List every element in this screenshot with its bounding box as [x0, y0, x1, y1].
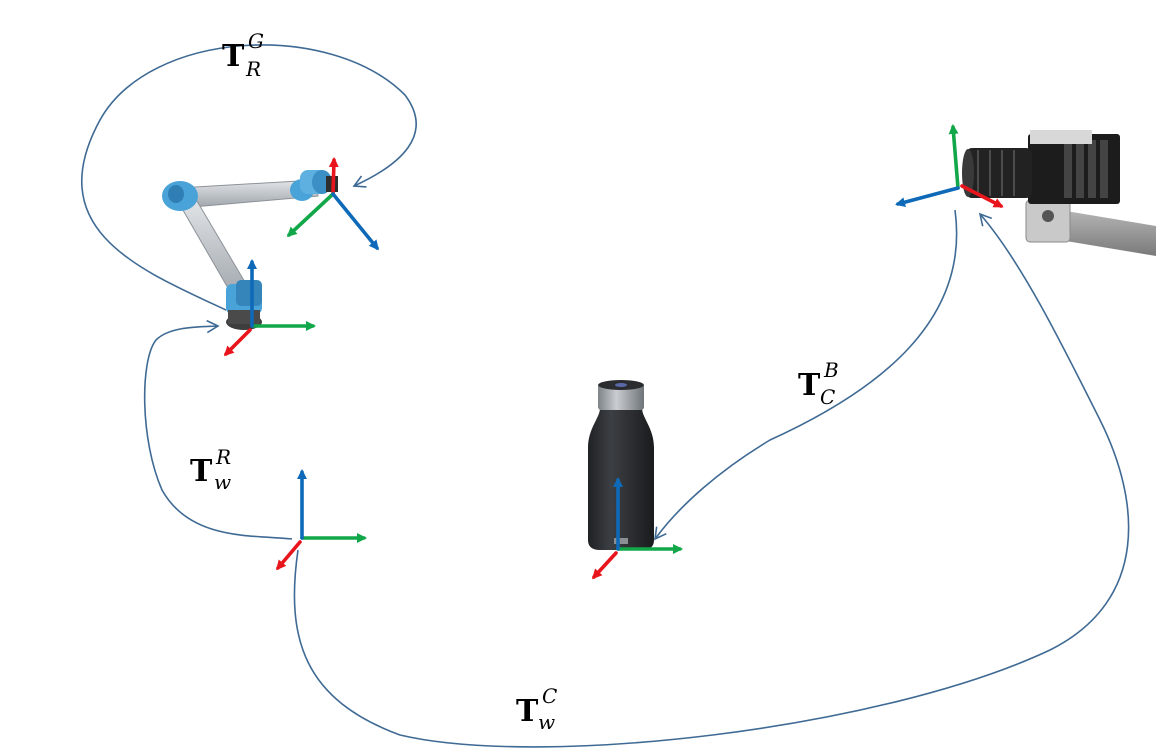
- gripper-frame: [286, 157, 379, 251]
- label-sub: C: [820, 385, 835, 409]
- world-frame: [276, 469, 367, 571]
- label-main: T: [190, 454, 213, 489]
- label-camera-to-bottle: T B C: [798, 358, 839, 409]
- label-sup: C: [542, 684, 557, 708]
- label-world-to-robot: T R w: [190, 445, 231, 494]
- label-sup: G: [248, 29, 264, 53]
- curve-robot-to-gripper: [80, 44, 417, 311]
- curve-world-to-robot: [143, 319, 293, 540]
- label-sub: w: [538, 710, 555, 734]
- camera-icon: [962, 130, 1156, 256]
- camera-frame: [895, 124, 1004, 208]
- label-main: T: [798, 368, 821, 403]
- label-sup: B: [823, 358, 839, 382]
- robot-arm-icon: [162, 170, 338, 330]
- curve-camera-to-bottle: [654, 209, 958, 541]
- label-sub: R: [245, 57, 261, 81]
- label-sup: R: [215, 445, 231, 469]
- label-robot-to-gripper: T G R: [222, 29, 264, 81]
- label-main: T: [222, 39, 245, 74]
- curve-world-to-camera: [293, 212, 1130, 748]
- robot-base-frame: [223, 259, 316, 357]
- label-world-to-camera: T C w: [516, 684, 557, 734]
- bottle-frame: [591, 477, 683, 580]
- bottle-icon: [588, 380, 654, 550]
- label-sub: w: [214, 470, 231, 494]
- label-main: T: [516, 694, 539, 729]
